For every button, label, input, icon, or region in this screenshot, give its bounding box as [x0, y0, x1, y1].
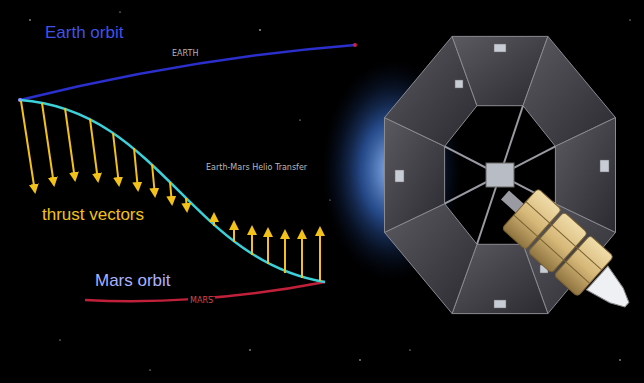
- shield-panels: [385, 36, 616, 313]
- planet-label: MARS: [188, 297, 215, 306]
- earth-marker: [353, 43, 357, 47]
- propellant-stack: [487, 175, 644, 325]
- hub: [486, 163, 514, 187]
- spacecraft: [322, 36, 644, 324]
- trajectory-label: Earth-Mars Helio Transfer: [204, 164, 309, 173]
- orbit-label: Mars orbit: [95, 272, 171, 291]
- planet-label: EARTH: [170, 50, 200, 59]
- transfer-trajectory: [20, 100, 325, 282]
- orbit-label: Earth orbit: [45, 24, 123, 43]
- thrust-label: thrust vectors: [42, 206, 144, 225]
- earth-orbit: [20, 45, 355, 100]
- crew-capsule: [586, 266, 637, 317]
- star-field: [29, 11, 630, 370]
- thrust-vectors: [21, 101, 320, 281]
